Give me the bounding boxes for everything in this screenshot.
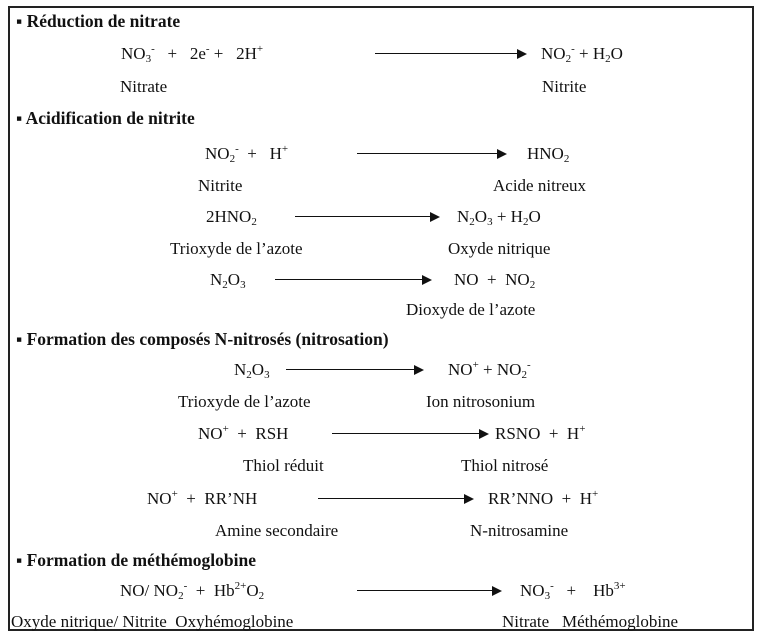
reaction-6-products: RSNO + H+ [495,423,586,444]
reaction-2-reactant-label: Nitrite [198,176,243,195]
reaction-1-reactant-label: Nitrate [120,77,168,96]
reaction-4-products: NO + NO2 [454,270,536,291]
reaction-4-reactants: N2O3 [210,270,246,291]
reaction-5-reactants: N2O3 [234,360,270,381]
reaction-8-reactant-label: Oxyde nitrique/ Nitrite Oxyhémoglobine [11,612,294,631]
reaction-7-reactant-label: Amine secondaire [215,521,339,540]
reaction-3-products: N2O3 + H2O [457,207,541,228]
reaction-arrow [332,424,489,444]
section-heading-nitrite-acidification: ▪ Acidification de nitrite [16,108,195,128]
reaction-8-reactants: NO/ NO2- + Hb2+O2 [120,580,265,602]
reaction-8-product-label: Nitrate Méthémoglobine [502,612,679,631]
reaction-6-reactant-label: Thiol réduit [243,456,324,475]
reaction-3-reactants: 2HNO2 [206,207,257,228]
reaction-5-product-label: Ion nitrosonium [426,392,536,411]
reaction-8-products: NO3- + Hb3+ [520,580,626,602]
reaction-4-product-label: Dioxyde de l’azote [406,300,536,319]
section-heading-methemoglobin: ▪ Formation de méthémoglobine [16,550,256,570]
reaction-5-products: NO+ + NO2- [448,359,531,381]
reaction-arrow [375,44,527,64]
section-heading-nitrate-reduction: ▪ Réduction de nitrate [16,11,181,31]
reaction-2-products: HNO2 [527,144,570,165]
reaction-1-reactants: NO3- + 2e- + 2H+ [121,43,264,65]
section-heading-nitrosation: ▪ Formation des composés N-nitrosés (nit… [16,329,389,349]
reaction-arrow [295,207,440,227]
reaction-arrow [357,581,502,601]
reaction-arrow [286,360,424,380]
reaction-3-product-label: Oxyde nitrique [448,239,551,258]
reaction-1-products: NO2- + H2O [541,43,623,65]
reaction-6-product-label: Thiol nitrosé [461,456,549,475]
reaction-3-reactant-label: Trioxyde de l’azote [170,239,303,258]
reaction-7-products: RR’NNO + H+ [488,488,599,509]
reaction-arrow [275,270,432,290]
reaction-7-product-label: N-nitrosamine [470,521,569,540]
reaction-scheme-frame: ▪ Réduction de nitrate NO3- + 2e- + 2H+ … [8,6,754,631]
reaction-5-reactant-label: Trioxyde de l’azote [178,392,311,411]
reaction-6-reactants: NO+ + RSH [198,423,289,444]
reaction-2-reactants: NO2- + H+ [205,143,289,165]
reaction-7-reactants: NO+ + RR’NH [147,488,258,509]
reaction-1-product-label: Nitrite [542,77,587,96]
reaction-arrow [357,144,507,164]
reaction-arrow [318,489,474,509]
reaction-2-product-label: Acide nitreux [493,176,586,195]
